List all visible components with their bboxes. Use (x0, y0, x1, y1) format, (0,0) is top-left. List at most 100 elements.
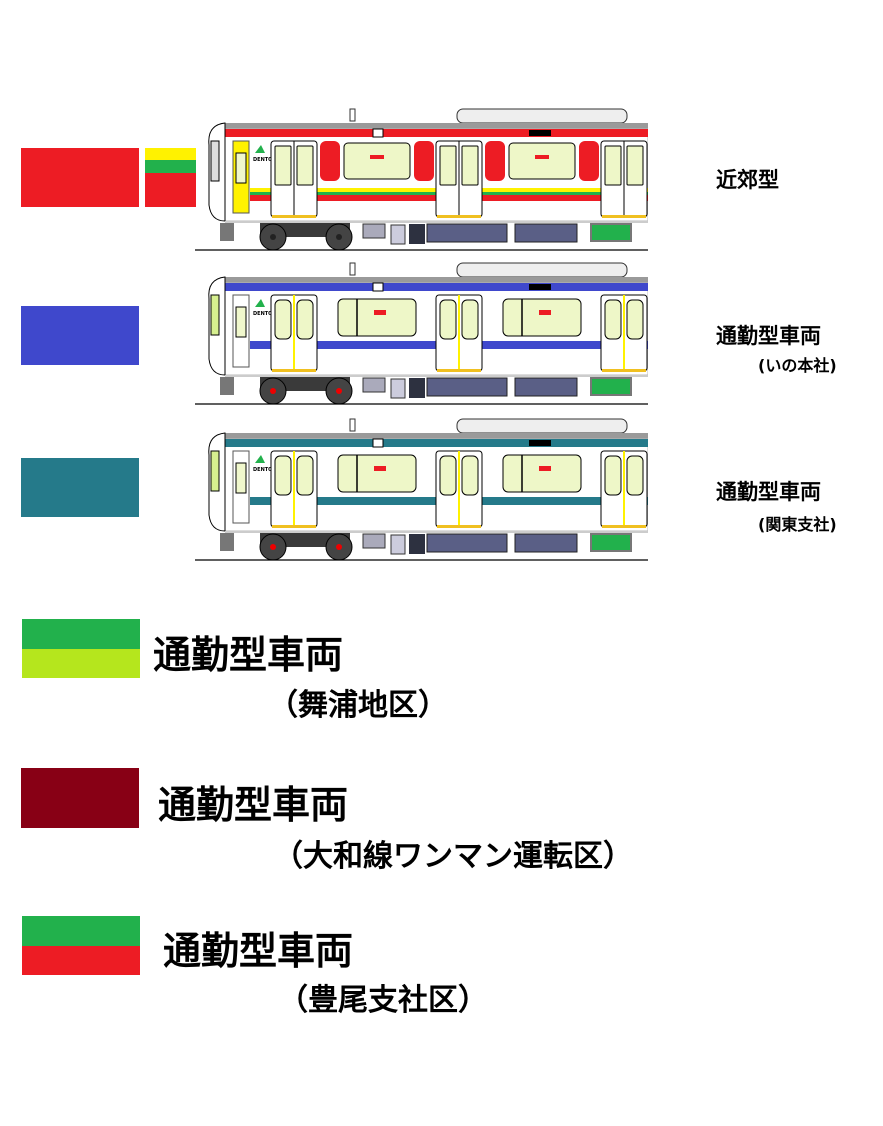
wheel-hub (270, 388, 276, 394)
underfloor-box (390, 378, 406, 399)
door-window (296, 455, 314, 496)
swatch-suburban-red (21, 148, 139, 207)
underfloor-box (514, 223, 578, 243)
door-window (461, 299, 479, 340)
door-window (626, 145, 644, 186)
door-window (461, 455, 479, 496)
window-sign (539, 310, 551, 315)
underfloor-box (390, 534, 406, 555)
wheel-hub (336, 234, 342, 240)
underfloor-box (409, 534, 425, 554)
swatch-maiura-green (22, 619, 140, 649)
cab-door-window (235, 152, 247, 184)
coupler (220, 533, 234, 551)
top-stripe (225, 129, 648, 137)
label-commuter-kanto-sub: (関東支社) (758, 515, 837, 534)
cab-door-window (235, 462, 247, 494)
roof (225, 123, 648, 129)
destination-display (529, 130, 551, 136)
side-window (508, 142, 576, 180)
side-window (337, 298, 417, 337)
label-commuter-toyoo-sub: （豊尾支社区） (278, 983, 488, 1018)
front-window (210, 140, 220, 182)
number-plate (372, 438, 384, 448)
number-plate (372, 128, 384, 138)
roof (225, 433, 648, 439)
cab-door-window (235, 306, 247, 338)
roof (225, 277, 648, 283)
door-window (274, 145, 292, 186)
door-step (602, 369, 646, 372)
underfloor-box-green (590, 223, 632, 242)
logo-mark (255, 299, 265, 307)
door-window (439, 299, 457, 340)
underfloor-box (514, 377, 578, 397)
roof-unit (456, 108, 628, 124)
skirt (225, 375, 648, 377)
underfloor-box (426, 533, 508, 553)
underfloor-box (514, 533, 578, 553)
side-window (502, 454, 582, 493)
door-step (437, 369, 481, 372)
door-step (437, 525, 481, 528)
swatch-ino-blue (21, 306, 139, 365)
door-step (272, 215, 316, 218)
wheel-hub (270, 234, 276, 240)
company-logo: DENTO (253, 311, 272, 317)
front-window (210, 450, 220, 492)
swatch-toyoo-green (22, 916, 140, 946)
swatch-suburban-stripe-red (145, 173, 196, 207)
door-window (274, 455, 292, 496)
top-stripe (225, 439, 648, 447)
skirt (225, 531, 648, 533)
window-sign (535, 155, 549, 159)
logo-mark (255, 145, 265, 153)
underfloor-box (409, 224, 425, 244)
underfloor-box (362, 377, 386, 393)
door-step (272, 369, 316, 372)
side-window (343, 142, 411, 180)
red-panel (320, 141, 340, 181)
label-commuter-ino-sub: (いの本社) (758, 356, 837, 375)
door-window (604, 455, 622, 496)
swatch-toyoo-red (22, 946, 140, 975)
swatch-suburban-stripe-green (145, 160, 196, 173)
pantograph-base (349, 418, 356, 432)
red-panel (414, 141, 434, 181)
coupler (220, 377, 234, 395)
label-commuter-maiura: 通勤型車両 (153, 633, 344, 677)
door-window (626, 299, 644, 340)
train-commuter-ino: DENTO (195, 262, 648, 405)
door-step (437, 215, 481, 218)
swatch-yamato-maroon (21, 768, 139, 828)
side-window (337, 454, 417, 493)
underfloor-box-green (590, 377, 632, 396)
label-commuter-yamato: 通勤型車両 (158, 783, 349, 827)
window-sign (374, 310, 386, 315)
pantograph-base (349, 262, 356, 276)
pantograph-base (349, 108, 356, 122)
label-commuter-toyoo: 通勤型車両 (163, 929, 354, 973)
label-commuter-kanto: 通勤型車両 (716, 480, 821, 504)
skirt (225, 221, 648, 223)
door-window (604, 299, 622, 340)
underfloor-box (390, 224, 406, 245)
door-window (604, 145, 622, 186)
underfloor-box (362, 223, 386, 239)
wheel-hub (336, 388, 342, 394)
train-commuter-kanto: DENTO (195, 418, 648, 561)
red-panel (579, 141, 599, 181)
swatch-kanto-teal (21, 458, 139, 517)
door-step (272, 525, 316, 528)
window-sign (374, 466, 386, 471)
wheel-hub (336, 544, 342, 550)
roof-unit (456, 262, 628, 278)
company-logo: DENTO (253, 467, 272, 473)
window-sign (539, 466, 551, 471)
door-window (296, 145, 314, 186)
door-window (439, 145, 457, 186)
number-plate (372, 282, 384, 292)
logo-mark (255, 455, 265, 463)
red-panel (485, 141, 505, 181)
